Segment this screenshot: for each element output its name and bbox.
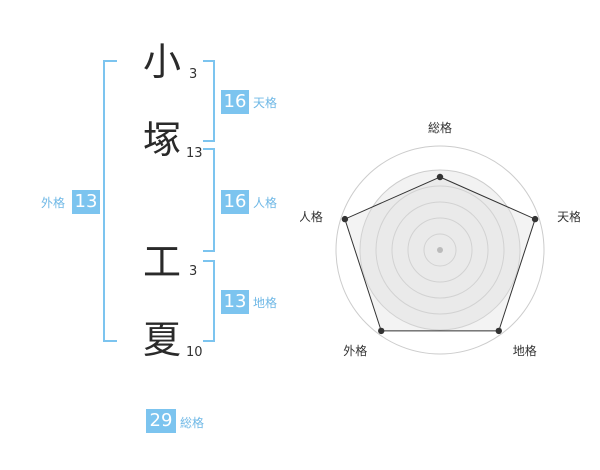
name-char-1: 小: [142, 40, 181, 84]
radar-data-polygon: [344, 176, 536, 332]
jinkaku-bracket: [203, 148, 215, 252]
stroke-count-3: 3: [189, 264, 198, 279]
chikaku-value: 13: [221, 290, 249, 314]
name-char-2: 塚: [142, 118, 181, 162]
stroke-count-1: 3: [189, 67, 198, 82]
stroke-count-4: 10: [186, 345, 203, 360]
stroke-count-2: 13: [186, 146, 203, 161]
name-char-3: 工: [142, 240, 181, 284]
radar-grid-ring-1: [423, 233, 457, 267]
radar-center-dot: [437, 247, 443, 253]
radar-outer-ring: [335, 145, 545, 355]
gaikaku-label: 外格: [41, 196, 66, 210]
radar-axis-label-4: 外格: [343, 343, 367, 358]
chikaku-label: 地格: [253, 296, 278, 310]
radar-point-1: [436, 173, 444, 181]
radar-point-3: [495, 327, 502, 335]
radar-point-5: [341, 215, 349, 223]
gaikaku-value: 13: [72, 190, 100, 214]
radar-grid-ring-2: [407, 217, 473, 283]
radar-axis-label-2: 天格: [557, 209, 580, 224]
soukaku-label: 総格: [180, 416, 205, 430]
radar-point-2: [531, 215, 539, 223]
chikaku-bracket: [203, 260, 215, 342]
radar-grid-ring-3: [391, 201, 489, 299]
soukaku-value: 29: [146, 409, 176, 433]
gaikaku-bracket: [103, 60, 117, 342]
jinkaku-value: 16: [221, 190, 249, 214]
jinkaku-label: 人格: [253, 196, 278, 210]
radar-axis-label-3: 地格: [513, 343, 537, 358]
radar-axis-label-1: 総格: [428, 120, 452, 135]
tenkaku-label: 天格: [253, 96, 278, 110]
radar-axis-label-5: 人格: [300, 209, 323, 224]
radar-grid-ring-4: [375, 185, 505, 315]
name-char-4: 夏: [142, 318, 181, 362]
radar-point-4: [378, 327, 385, 335]
tenkaku-value: 16: [221, 90, 249, 114]
tenkaku-bracket: [203, 60, 215, 142]
